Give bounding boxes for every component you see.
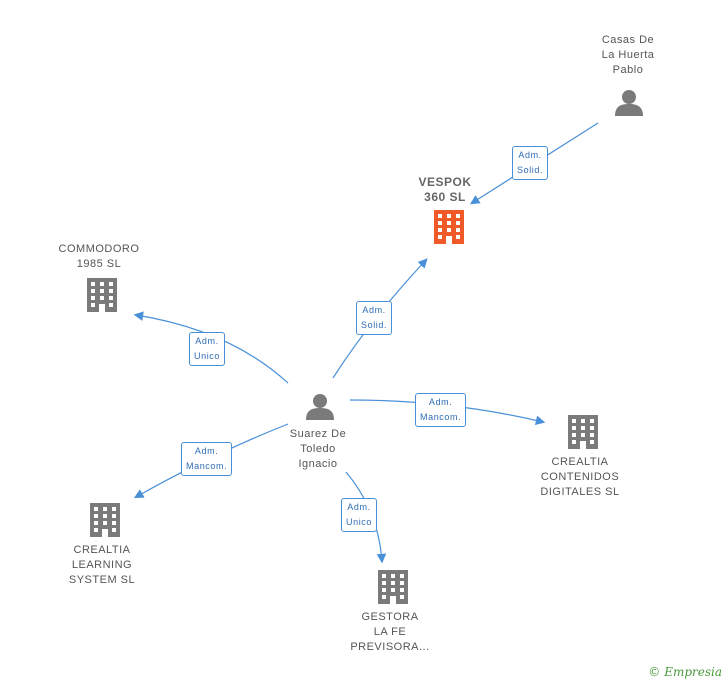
- edge-label-suarez-crealtia-cont: Adm. Mancom.: [415, 393, 467, 427]
- footer-brand: ©Empresia: [648, 665, 722, 679]
- edge-label-suarez-commodoro: Adm. Unico: [189, 332, 226, 366]
- edge-label-suarez-vespok: Adm. Solid.: [356, 301, 393, 335]
- node-label-casas[interactable]: Casas De La Huerta Pablo: [601, 34, 655, 76]
- node-label-crealtia-learning[interactable]: CREALTIA LEARNING SYSTEM SL: [68, 544, 136, 586]
- person-icon[interactable]: [615, 90, 643, 116]
- node-label-gestora[interactable]: GESTORA LA FE PREVISORA...: [350, 611, 430, 653]
- node-label-crealtia-contenidos[interactable]: CREALTIA CONTENIDOS DIGITALES SL: [540, 456, 620, 498]
- brand-name: Empresia: [664, 665, 722, 679]
- edge-label-suarez-crealtia-learn: Adm. Mancom.: [181, 442, 233, 476]
- building-icon[interactable]: [378, 570, 408, 604]
- edge-label-casas-vespok: Adm. Solid.: [512, 146, 549, 180]
- node-label-suarez[interactable]: Suarez De Toledo Ignacio: [289, 428, 347, 470]
- building-icon[interactable]: [90, 503, 120, 537]
- building-icon[interactable]: [87, 278, 117, 312]
- person-icon[interactable]: [306, 394, 334, 420]
- edge-label-suarez-gestora: Adm. Unico: [341, 498, 378, 532]
- building-icon[interactable]: [434, 210, 464, 244]
- node-label-commodoro[interactable]: COMMODORO 1985 SL: [58, 243, 140, 270]
- building-icon[interactable]: [568, 415, 598, 449]
- copyright-icon: ©: [648, 665, 661, 679]
- node-label-vespok[interactable]: VESPOK 360 SL: [418, 175, 472, 204]
